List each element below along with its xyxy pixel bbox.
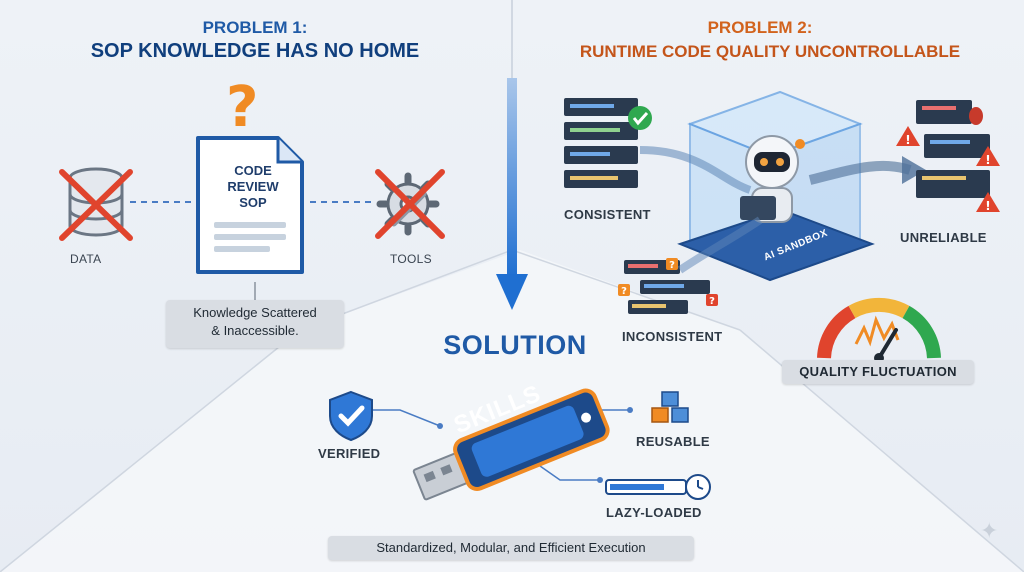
svg-text:!: ! bbox=[985, 199, 990, 213]
svg-text:?: ? bbox=[669, 260, 675, 271]
problem2-title-line1: PROBLEM 2: bbox=[707, 18, 813, 37]
inconsistent-code-blocks-icon: ? ? ? bbox=[618, 258, 718, 314]
svg-text:?: ? bbox=[621, 286, 627, 297]
sop-document-icon bbox=[196, 136, 304, 274]
lazy-loaded-label: LAZY-LOADED bbox=[606, 505, 702, 520]
verified-label: VERIFIED bbox=[318, 446, 381, 461]
tools-label: TOOLS bbox=[390, 252, 432, 266]
svg-text:?: ? bbox=[709, 296, 715, 307]
lazy-loading-icon bbox=[605, 474, 711, 500]
sop-line-2: REVIEW bbox=[227, 179, 279, 194]
problem1-title-line1: PROBLEM 1: bbox=[202, 18, 308, 37]
note-line-1: Knowledge Scattered bbox=[193, 305, 317, 320]
sop-document-text: CODE REVIEW SOP bbox=[204, 163, 302, 211]
svg-text:!: ! bbox=[905, 133, 910, 147]
svg-text:!: ! bbox=[985, 153, 990, 167]
problem1-title-line2: SOP KNOWLEDGE HAS NO HOME bbox=[90, 40, 420, 62]
skills-usb-icon bbox=[412, 388, 610, 501]
database-crossed-icon bbox=[59, 167, 133, 241]
solution-footer: Standardized, Modular, and Efficient Exe… bbox=[328, 536, 694, 560]
sop-line-1: CODE bbox=[234, 163, 272, 178]
consistent-label: CONSISTENT bbox=[564, 207, 651, 222]
quality-gauge-icon bbox=[817, 297, 941, 363]
reusable-label: REUSABLE bbox=[636, 434, 710, 449]
quality-fluctuation-badge: QUALITY FLUCTUATION bbox=[782, 360, 974, 384]
sparkle-icon: ✦ bbox=[980, 518, 999, 543]
knowledge-note: Knowledge Scattered & Inaccessible. bbox=[166, 300, 344, 348]
unreliable-code-blocks-icon: ! ! ! bbox=[896, 100, 1000, 213]
problem2-title-line2: RUNTIME CODE QUALITY UNCONTROLLABLE bbox=[579, 42, 961, 61]
ai-sandbox-icon bbox=[677, 90, 875, 282]
code-flow-streams bbox=[640, 146, 926, 274]
reusable-cubes-icon bbox=[651, 391, 689, 423]
dashed-connector bbox=[130, 201, 376, 203]
question-mark-icon: ? bbox=[226, 75, 259, 140]
consistent-code-blocks-icon bbox=[564, 98, 652, 188]
tools-crossed-icon bbox=[375, 169, 445, 239]
inconsistent-label: INCONSISTENT bbox=[622, 329, 723, 344]
verified-shield-icon bbox=[329, 390, 373, 442]
solution-title: SOLUTION bbox=[443, 330, 587, 360]
down-arrow-icon bbox=[496, 78, 528, 310]
note-connector bbox=[254, 282, 256, 302]
sop-line-3: SOP bbox=[239, 195, 267, 210]
data-label: DATA bbox=[70, 252, 102, 266]
note-line-2: & Inaccessible. bbox=[211, 323, 299, 338]
unreliable-label: UNRELIABLE bbox=[900, 230, 987, 245]
